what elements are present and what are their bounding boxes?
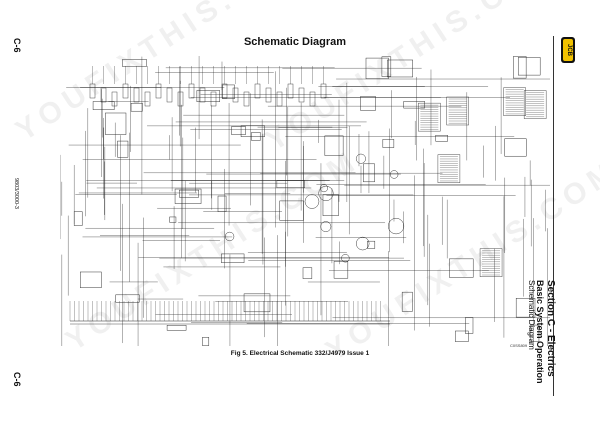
schematic-component <box>324 135 344 156</box>
schematic-fuse <box>254 83 261 99</box>
schematic-fuse <box>210 91 217 107</box>
schematic-fuse <box>265 87 272 103</box>
schematic-fuse <box>111 91 118 107</box>
schematic-component <box>217 195 227 212</box>
schematic-component <box>381 56 392 77</box>
schematic-gauge <box>224 231 235 242</box>
schematic-component <box>365 57 389 79</box>
schematic-component <box>222 84 235 99</box>
schematic-component <box>435 135 448 142</box>
schematic-component <box>367 240 376 249</box>
jcb-logo-icon: JCB <box>561 37 575 63</box>
schematic-fuse <box>89 83 96 99</box>
schematic-component <box>73 211 83 226</box>
schematic-component <box>130 102 143 112</box>
schematic-fuse <box>199 87 206 103</box>
schematic-component <box>80 271 102 288</box>
schematic-fuse <box>309 91 316 107</box>
schematic-component <box>455 330 469 342</box>
schematic-gauge <box>341 254 350 263</box>
schematic-component <box>105 112 127 135</box>
schematic-fuse <box>188 83 195 99</box>
schematic-component <box>322 194 339 216</box>
document-number: 9803/3000-3 <box>13 178 19 209</box>
schematic-fuse <box>133 87 140 103</box>
schematic-component <box>465 317 474 334</box>
schematic-component <box>117 140 129 158</box>
schematic-component <box>401 291 413 312</box>
page-title: Schematic Diagram <box>243 36 347 48</box>
page-number-bottom: C-6 <box>12 372 22 387</box>
schematic-fuse <box>221 83 228 99</box>
svg-text:JCB: JCB <box>566 44 572 57</box>
schematic-fuse <box>155 83 162 99</box>
schematic-component <box>449 258 474 278</box>
schematic-connector <box>523 90 547 119</box>
schematic-gauge <box>304 194 320 209</box>
schematic-component <box>196 90 220 102</box>
schematic-component <box>403 101 425 109</box>
schematic-fuse <box>122 83 129 99</box>
schematic-component <box>333 261 349 279</box>
schematic-fuse <box>177 91 184 107</box>
schematic-gauge <box>320 221 332 232</box>
schematic-component <box>179 189 199 198</box>
schematic-fuse <box>320 83 327 99</box>
schematic-component <box>166 325 187 331</box>
schematic-gauge <box>355 153 366 164</box>
schematic-fuse <box>298 87 305 103</box>
schematic-fuse <box>287 83 294 99</box>
schematic-component <box>363 163 375 183</box>
schematic-component <box>387 59 413 78</box>
schematic-fuse <box>232 87 239 103</box>
schematic-gauge <box>319 184 328 193</box>
schematic-component <box>122 59 147 67</box>
schematic-connector <box>479 248 503 277</box>
schematic-gauge <box>355 236 370 251</box>
schematic-component <box>517 57 541 76</box>
schematic-connector <box>503 87 526 116</box>
schematic-component <box>243 293 271 313</box>
schematic-component <box>115 294 140 303</box>
schematic-component <box>169 216 177 223</box>
schematic-component <box>302 267 313 279</box>
figure-caption: Fig 5. Electrical Schematic 332/J4979 Is… <box>230 350 370 357</box>
electrical-schematic-drawing <box>60 56 550 346</box>
schematic-component <box>231 126 246 135</box>
schematic-fuse <box>100 87 107 103</box>
schematic-connector <box>418 102 441 132</box>
schematic-fuse <box>276 91 283 107</box>
figure-ref-code: C0SS809 <box>510 343 528 348</box>
schematic-gauge <box>387 218 405 235</box>
schematic-component <box>240 125 265 137</box>
schematic-fuse <box>243 91 250 107</box>
schematic-component <box>504 138 527 157</box>
schematic-component <box>360 96 376 111</box>
schematic-component <box>279 200 304 221</box>
page-number-top: C-6 <box>12 38 22 53</box>
schematic-gauge <box>389 170 399 179</box>
schematic-fuse <box>166 87 173 103</box>
schematic-connector <box>437 154 461 183</box>
right-margin-rule <box>553 36 554 396</box>
schematic-connector <box>446 96 469 126</box>
schematic-component <box>276 180 305 189</box>
schematic-component <box>221 253 245 263</box>
schematic-component <box>530 324 540 342</box>
schematic-fuse <box>144 91 151 107</box>
schematic-component <box>202 337 210 346</box>
schematic-component <box>515 298 536 318</box>
schematic-component <box>513 56 527 79</box>
schematic-component <box>174 188 202 204</box>
schematic-component <box>92 101 115 110</box>
schematic-component <box>251 132 261 141</box>
schematic-component <box>382 139 395 148</box>
schematic-gauge <box>318 185 334 201</box>
